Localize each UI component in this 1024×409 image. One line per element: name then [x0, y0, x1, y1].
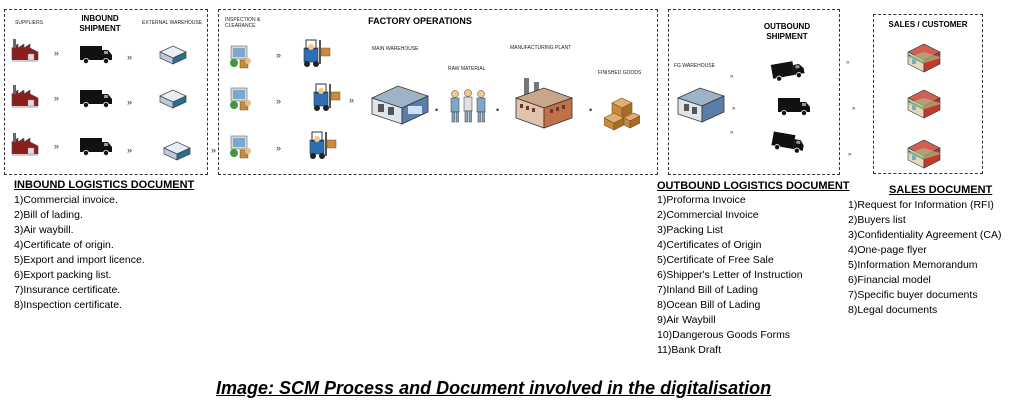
- raw-material-label: RAW MATERIAL: [448, 66, 486, 72]
- document-item: 1)Proforma Invoice: [657, 194, 746, 206]
- inbound-documents-title: INBOUND LOGISTICS DOCUMENT: [14, 179, 195, 191]
- outbound-shipment-title: OUTBOUND SHIPMENT: [763, 22, 811, 41]
- finished-goods-label: FINISHED GOODS: [598, 70, 642, 76]
- arrow-icon: »: [852, 106, 856, 112]
- suppliers-label: SUPPLIERS: [15, 20, 44, 26]
- document-item: 7)Insurance certificate.: [14, 284, 121, 296]
- raw-material-icon: [448, 88, 488, 124]
- document-item: 3)Confidentiality Agreement (CA): [848, 229, 1002, 241]
- document-item: 3)Air waybill.: [14, 224, 74, 236]
- arrow-icon: »: [730, 74, 734, 80]
- truck-icon: [80, 46, 112, 64]
- forklift-icon: [306, 130, 338, 160]
- document-item: 2)Bill of lading.: [14, 209, 83, 221]
- sales-customer-title: SALES / CUSTOMER: [888, 20, 968, 29]
- arrow-icon: »: [127, 52, 132, 62]
- arrow-icon: »: [54, 93, 59, 103]
- outbound-documents-list: 1)Proforma Invoice 2)Commercial Invoice 3)…: [657, 193, 803, 358]
- factory-icon: [10, 36, 40, 62]
- outbound-section-box: [668, 9, 840, 175]
- fg-warehouse-icon: [676, 84, 726, 124]
- document-item: 7)Inland Bill of Lading: [657, 284, 758, 296]
- arrow-icon: »: [730, 130, 734, 136]
- arrow-icon: »: [127, 145, 132, 155]
- document-item: 8)Inspection certificate.: [14, 299, 122, 311]
- arrow-icon: »: [276, 143, 281, 153]
- document-item: 6)Shipper's Letter of Instruction: [657, 269, 803, 281]
- document-item: 6)Financial model: [848, 274, 931, 286]
- truck-icon: [80, 90, 112, 108]
- document-item: 7)Specific buyer documents: [848, 289, 978, 301]
- factory-icon: [10, 82, 40, 108]
- finished-goods-icon: [604, 96, 640, 132]
- forklift-icon: [310, 82, 342, 112]
- manufacturing-plant-label: MANUFACTURING PLANT: [510, 45, 572, 51]
- document-item: 2)Buyers list: [848, 214, 906, 226]
- sales-documents-list: 1)Request for Information (RFI) 2)Buyers …: [848, 198, 1002, 318]
- arrow-icon: »: [127, 97, 132, 107]
- inbound-section-box: [4, 9, 208, 175]
- outbound-documents-title: OUTBOUND LOGISTICS DOCUMENT: [657, 180, 850, 192]
- document-item: 8)Ocean Bill of Lading: [657, 299, 761, 311]
- document-item: 10)Dangerous Goods Forms: [657, 329, 791, 341]
- arrow-icon: •: [435, 105, 438, 115]
- document-item: 1)Request for Information (RFI): [848, 199, 994, 211]
- document-item: 9)Air Waybill: [657, 314, 716, 326]
- document-item: 8)Legal documents: [848, 304, 938, 316]
- inspection-icon: [228, 134, 254, 160]
- inbound-documents-list: 1)Commercial invoice. 2)Bill of lading. 3)…: [14, 193, 145, 313]
- main-warehouse-label: MAIN WAREHOUSE: [372, 46, 419, 52]
- document-item: 3)Packing List: [657, 224, 723, 236]
- document-item: 5)Certificate of Free Sale: [657, 254, 774, 266]
- document-item: 5)Export and import licence.: [14, 254, 145, 266]
- document-item: 6)Export packing list.: [14, 269, 112, 281]
- inspection-icon: [228, 86, 254, 112]
- document-item: 4)Certificates of Origin: [657, 239, 762, 251]
- external-warehouse-label: EXTERNAL WAREHOUSE: [142, 20, 203, 26]
- manufacturing-plant-icon: [514, 76, 574, 130]
- arrow-icon: »: [54, 48, 59, 58]
- store-icon: [906, 138, 942, 170]
- arrow-icon: »: [848, 152, 852, 158]
- document-item: 11)Bank Draft: [657, 344, 721, 356]
- arrow-icon: »: [732, 106, 736, 112]
- inbound-shipment-title: INBOUND SHIPMENT: [79, 14, 121, 33]
- arrow-icon: »: [349, 95, 354, 105]
- arrow-icon: »: [276, 96, 281, 106]
- warehouse-icon: [158, 44, 188, 66]
- sales-customer-box: [873, 14, 983, 174]
- warehouse-icon: [158, 88, 188, 110]
- store-icon: [906, 88, 942, 120]
- truck-icon: [778, 98, 810, 116]
- document-item: 1)Commercial invoice.: [14, 194, 118, 206]
- arrow-icon: »: [211, 145, 216, 155]
- arrow-icon: »: [846, 60, 850, 66]
- store-icon: [906, 42, 942, 74]
- forklift-icon: [300, 38, 332, 68]
- arrow-icon: »: [276, 50, 281, 60]
- factory-operations-box: [218, 9, 658, 175]
- fg-warehouse-label: FG WAREHOUSE: [674, 63, 715, 69]
- arrow-icon: »: [54, 141, 59, 151]
- document-item: 2)Commercial Invoice: [657, 209, 759, 221]
- factory-operations-title: FACTORY OPERATIONS: [368, 16, 472, 26]
- warehouse-icon: [162, 140, 192, 162]
- main-warehouse-icon: [370, 82, 430, 126]
- figure-caption: Image: SCM Process and Document involved…: [216, 378, 772, 398]
- document-item: 5)Information Memorandum: [848, 259, 978, 271]
- arrow-icon: •: [496, 105, 499, 115]
- document-item: 4)One-page flyer: [848, 244, 927, 256]
- inspection-clearance-label: INSPECTION & CLEARANCE: [225, 17, 261, 29]
- inspection-icon: [228, 44, 254, 70]
- arrow-icon: •: [589, 105, 592, 115]
- truck-icon: [80, 138, 112, 156]
- sales-documents-title: SALES DOCUMENT: [889, 184, 993, 196]
- document-item: 4)Certificate of origin.: [14, 239, 114, 251]
- factory-icon: [10, 130, 40, 156]
